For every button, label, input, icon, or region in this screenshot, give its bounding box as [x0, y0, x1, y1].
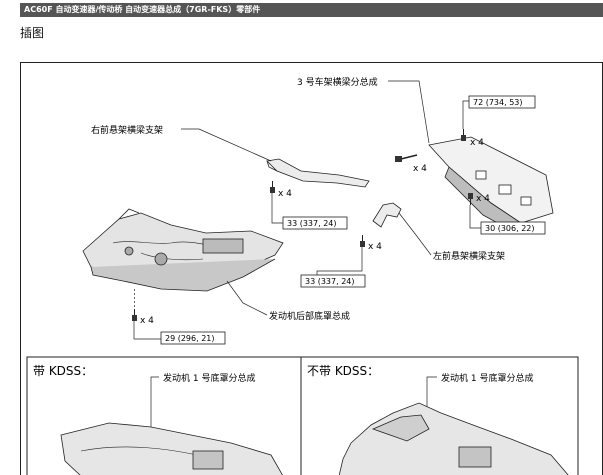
- torque-box-crossmember-top: [468, 95, 536, 109]
- left-bracket-part: [372, 202, 402, 228]
- engine-rear-cover-part: [82, 208, 284, 292]
- parts-illustration: x 4 x 4 72 (734, 53) x 4 30 (306, 22) 3 …: [20, 62, 603, 475]
- panel-title-with-kdss: 带 KDSS：: [33, 364, 93, 378]
- bolt-icon-rear-cover: [132, 309, 137, 321]
- panel-label-with-kdss: 发动机 1 号底罩分总成: [163, 372, 255, 384]
- torque-value-crossmember-bottom: 30 (306, 22): [485, 224, 535, 233]
- torque-box-left-bracket: [300, 274, 366, 288]
- panel-title-without-kdss: 不带 KDSS：: [307, 364, 379, 378]
- document-header-title: AC60F 自动变速器/传动桥 自动变速器总成（7GR-FKS）零部件: [24, 5, 261, 14]
- engine-under-cover-with-kdss: [60, 422, 283, 475]
- torque-box-right-bracket: [282, 216, 348, 230]
- bolt-icon-top: [461, 129, 466, 141]
- qty-label-right-bracket: x 4: [278, 189, 292, 199]
- torque-value-crossmember-top: 72 (734, 53): [473, 98, 523, 107]
- qty-label-rear-cover: x 4: [140, 316, 154, 326]
- torque-box-rear-cover: [160, 331, 226, 345]
- qty-label-right: x 4: [476, 194, 490, 204]
- illustration-svg: x 4 x 4 72 (734, 53) x 4 30 (306, 22) 3 …: [26, 76, 579, 475]
- panel-label-without-kdss: 发动机 1 号底罩分总成: [441, 372, 533, 384]
- qty-label-bolt-side: x 4: [413, 164, 427, 174]
- crossmember-part: [428, 136, 554, 234]
- torque-value-left-bracket: 33 (337, 24): [305, 277, 355, 286]
- engine-under-cover-without-kdss: [338, 402, 569, 475]
- label-crossmember: 3 号车架横梁分总成: [297, 76, 378, 88]
- qty-label-top: x 4: [470, 138, 484, 148]
- bolt-icon-left-bracket: [360, 235, 365, 247]
- label-left-bracket: 左前悬架横梁支架: [433, 250, 505, 262]
- document-header-bar: AC60F 自动变速器/传动桥 自动变速器总成（7GR-FKS）零部件: [20, 3, 603, 17]
- label-engine-rear-cover: 发动机后部底罩总成: [269, 310, 350, 322]
- bolt-icon-bottom-right: [468, 193, 473, 205]
- torque-value-right-bracket: 33 (337, 24): [287, 219, 337, 228]
- bolt-icon-right-bracket: [270, 181, 275, 193]
- torque-box-crossmember-bottom: [480, 221, 546, 235]
- section-title: 插图: [20, 26, 45, 40]
- right-bracket-part: [266, 158, 370, 188]
- qty-label-left-bracket: x 4: [368, 242, 382, 252]
- torque-value-rear-cover: 29 (296, 21): [165, 334, 215, 343]
- label-right-bracket: 右前悬架横梁支架: [91, 124, 163, 136]
- crossmember-bolt-icon: [395, 154, 418, 162]
